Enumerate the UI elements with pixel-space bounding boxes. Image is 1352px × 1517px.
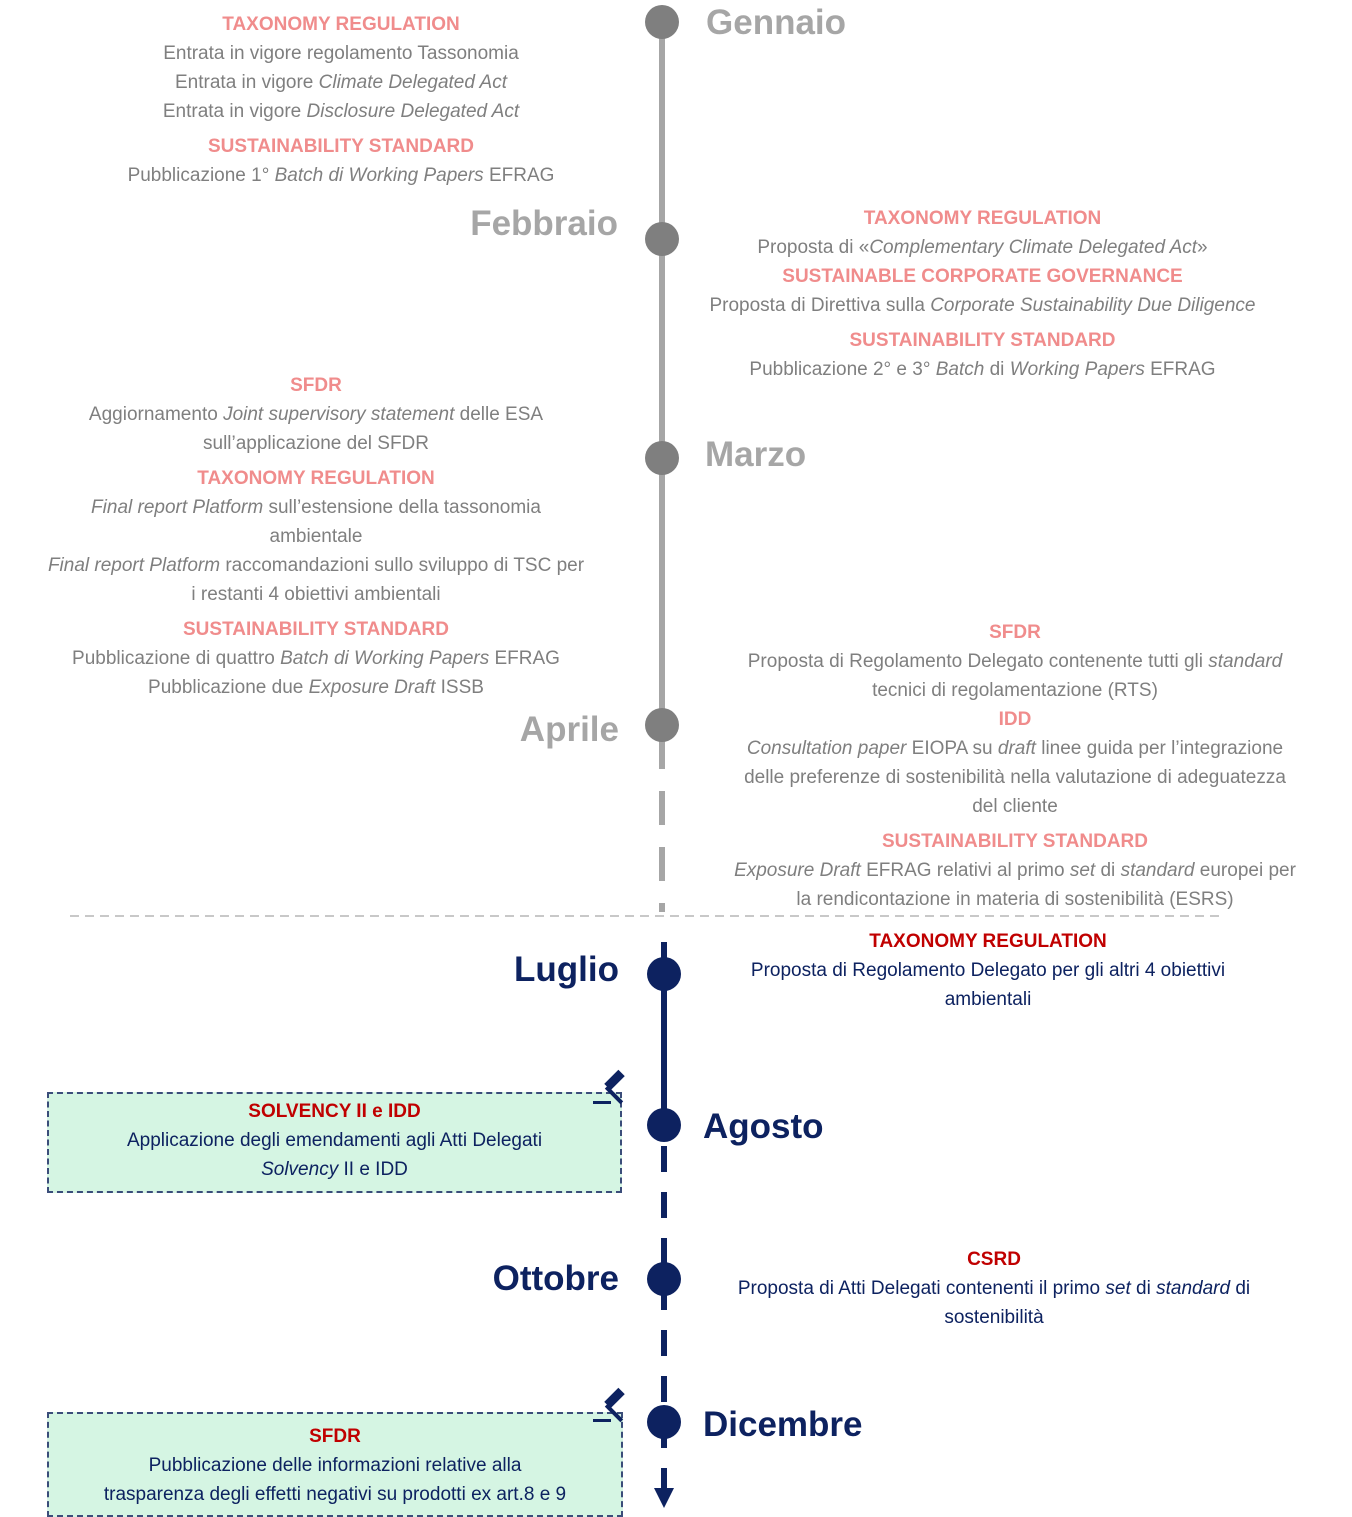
month-aprile: Aprile bbox=[519, 710, 619, 749]
event-line: tecnici di regolamentazione (RTS) bbox=[872, 680, 1158, 701]
month-agosto: Agosto bbox=[703, 1107, 824, 1146]
ottobre-events: CSRD Proposta di Atti Delegati contenent… bbox=[686, 1245, 1302, 1332]
event-line: Proposta di «Complementary Climate Deleg… bbox=[757, 237, 1208, 258]
gavel-icon bbox=[593, 1387, 625, 1423]
category-heading: TAXONOMY REGULATION bbox=[863, 208, 1102, 229]
event-line: Pubblicazione 1° Batch di Working Papers… bbox=[127, 165, 555, 186]
dicembre-events: SFDR Pubblicazione delle informazioni re… bbox=[47, 1422, 623, 1509]
category-heading: SUSTAINABLE CORPORATE GOVERNANCE bbox=[782, 266, 1183, 287]
category-heading: SFDR bbox=[290, 375, 342, 396]
event-line: Exposure Draft EFRAG relativi al primo s… bbox=[734, 860, 1296, 881]
dot-dicembre bbox=[647, 1405, 681, 1439]
category-heading: TAXONOMY REGULATION bbox=[222, 14, 460, 35]
gennaio-events: TAXONOMY REGULATION Entrata in vigore re… bbox=[60, 10, 622, 190]
category-heading: SUSTAINABILITY STANDARD bbox=[183, 619, 449, 640]
category-heading: SOLVENCY II e IDD bbox=[248, 1101, 421, 1122]
dot-gennaio bbox=[645, 5, 679, 39]
category-heading: CSRD bbox=[967, 1249, 1021, 1270]
gavel-icon bbox=[593, 1069, 625, 1105]
agosto-events: SOLVENCY II e IDD Applicazione degli eme… bbox=[47, 1097, 622, 1184]
luglio-events: TAXONOMY REGULATION Proposta di Regolame… bbox=[688, 927, 1288, 1014]
dot-febbraio bbox=[645, 222, 679, 256]
event-line: i restanti 4 obiettivi ambientali bbox=[191, 584, 441, 605]
event-line: Entrata in vigore regolamento Tassonomia bbox=[163, 43, 519, 64]
event-line: Consultation paper EIOPA su draft linee … bbox=[746, 738, 1284, 759]
dot-agosto bbox=[647, 1108, 681, 1142]
event-line: Solvency II e IDD bbox=[261, 1159, 408, 1180]
category-heading: SUSTAINABILITY STANDARD bbox=[882, 831, 1148, 852]
category-heading: SUSTAINABILITY STANDARD bbox=[849, 330, 1116, 351]
febbraio-events: TAXONOMY REGULATION Proposta di «Complem… bbox=[650, 204, 1315, 384]
event-line: delle preferenze di sostenibilità nella … bbox=[744, 767, 1286, 788]
category-heading: TAXONOMY REGULATION bbox=[197, 468, 435, 489]
category-heading: SFDR bbox=[309, 1426, 361, 1447]
timeline-arrow-head bbox=[654, 1488, 674, 1508]
event-line: Final report Platform raccomandazioni su… bbox=[47, 555, 585, 576]
event-line: Entrata in vigore Disclosure Delegated A… bbox=[162, 101, 520, 122]
event-line: Final report Platform sull’estensione de… bbox=[91, 497, 541, 518]
month-dicembre: Dicembre bbox=[703, 1405, 863, 1444]
event-line: trasparenza degli effetti negativi su pr… bbox=[103, 1484, 567, 1505]
event-line: la rendicontazione in materia di sosteni… bbox=[796, 889, 1234, 910]
dot-aprile bbox=[645, 708, 679, 742]
month-luglio: Luglio bbox=[514, 950, 619, 989]
category-heading: IDD bbox=[998, 709, 1032, 730]
month-gennaio: Gennaio bbox=[706, 3, 847, 42]
marzo-events: SFDR Aggiornamento Joint supervisory sta… bbox=[0, 371, 632, 702]
dot-marzo bbox=[645, 441, 679, 475]
month-ottobre: Ottobre bbox=[492, 1259, 619, 1298]
event-line: Entrata in vigore Climate Delegated Act bbox=[175, 72, 507, 93]
event-line: sostenibilità bbox=[944, 1307, 1044, 1328]
event-line: ambientale bbox=[269, 526, 363, 547]
event-line: Proposta di Atti Delegati contenenti il … bbox=[737, 1278, 1251, 1299]
event-line: Aggiornamento Joint supervisory statemen… bbox=[88, 404, 544, 425]
category-heading: SUSTAINABILITY STANDARD bbox=[208, 136, 474, 157]
event-line: Proposta di Regolamento Delegato contene… bbox=[747, 651, 1283, 672]
event-line: Pubblicazione due Exposure Draft ISSB bbox=[148, 677, 484, 698]
event-line: Pubblicazione delle informazioni relativ… bbox=[148, 1455, 522, 1476]
category-heading: SFDR bbox=[989, 622, 1041, 643]
month-febbraio: Febbraio bbox=[470, 204, 618, 243]
event-line: ambientali bbox=[944, 989, 1032, 1010]
event-line: sull’applicazione del SFDR bbox=[203, 433, 429, 454]
dot-luglio bbox=[647, 957, 681, 991]
event-line: Pubblicazione 2° e 3° Batch di Working P… bbox=[749, 359, 1216, 380]
event-line: Applicazione degli emendamenti agli Atti… bbox=[126, 1130, 543, 1151]
agosto-highlight-box bbox=[47, 1092, 622, 1193]
event-line: del cliente bbox=[972, 796, 1058, 817]
dot-ottobre bbox=[647, 1262, 681, 1296]
category-heading: TAXONOMY REGULATION bbox=[869, 931, 1107, 952]
event-line: Proposta di Direttiva sulla Corporate Su… bbox=[709, 295, 1256, 316]
event-line: Pubblicazione di quattro Batch di Workin… bbox=[72, 648, 560, 669]
event-line: Proposta di Regolamento Delegato per gli… bbox=[750, 960, 1226, 981]
month-marzo: Marzo bbox=[705, 435, 807, 474]
aprile-events: SFDR Proposta di Regolamento Delegato co… bbox=[676, 618, 1352, 914]
dicembre-highlight-box bbox=[47, 1412, 623, 1517]
